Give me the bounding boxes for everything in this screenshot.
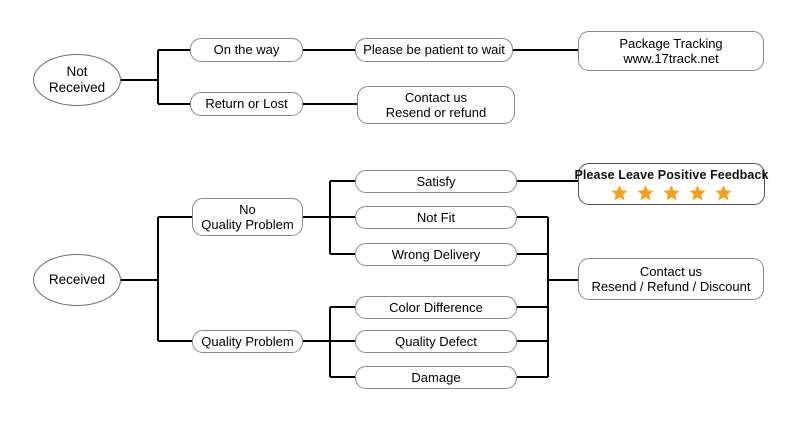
node-label: Quality Defect [395,333,477,349]
star-rating[interactable] [610,184,733,202]
star-icon[interactable] [636,184,655,202]
node-damage[interactable]: Damage [355,366,517,389]
node-not-received[interactable]: Not Received [33,54,121,106]
node-label: Package Tracking www.17track.net [619,35,723,66]
node-quality-problem[interactable]: Quality Problem [192,330,303,353]
node-label: On the way [213,42,280,58]
node-leave-positive-feedback[interactable]: Please Leave Positive Feedback [574,163,768,205]
node-label: Contact us Resend or refund [385,89,487,120]
star-icon[interactable] [662,184,681,202]
node-label: Wrong Delivery [391,246,481,262]
node-no-quality-problem[interactable]: No Quality Problem [192,198,303,236]
node-on-the-way[interactable]: On the way [190,38,303,62]
node-label: Satisfy [416,173,456,189]
node-quality-defect[interactable]: Quality Defect [355,330,517,353]
node-label: Not Fit [416,209,456,225]
node-return-or-lost[interactable]: Return or Lost [190,92,303,116]
node-package-tracking[interactable]: Package Tracking www.17track.net [578,31,764,71]
node-label: Return or Lost [205,96,288,112]
node-label: Damage [411,369,461,385]
star-icon[interactable] [714,184,733,202]
node-label: Not Received [48,63,106,95]
node-not-fit[interactable]: Not Fit [355,206,517,229]
node-label: Contact us Resend / Refund / Discount [591,263,751,294]
node-color-difference[interactable]: Color Difference [355,296,517,319]
node-contact-us-resend-refund-discount[interactable]: Contact us Resend / Refund / Discount [578,258,764,300]
node-label: Received [48,271,106,287]
node-wrong-delivery[interactable]: Wrong Delivery [355,243,517,266]
star-icon[interactable] [688,184,707,202]
node-label: Quality Problem [201,333,294,349]
node-received[interactable]: Received [33,254,121,306]
feedback-title: Please Leave Positive Feedback [574,168,769,182]
node-label: No Quality Problem [201,201,294,232]
node-please-be-patient[interactable]: Please be patient to wait [355,38,513,62]
star-icon[interactable] [610,184,629,202]
node-label: Color Difference [389,299,483,315]
node-contact-us-resend-or-refund[interactable]: Contact us Resend or refund [357,86,515,124]
node-satisfy[interactable]: Satisfy [355,170,517,193]
node-label: Please be patient to wait [363,42,505,58]
